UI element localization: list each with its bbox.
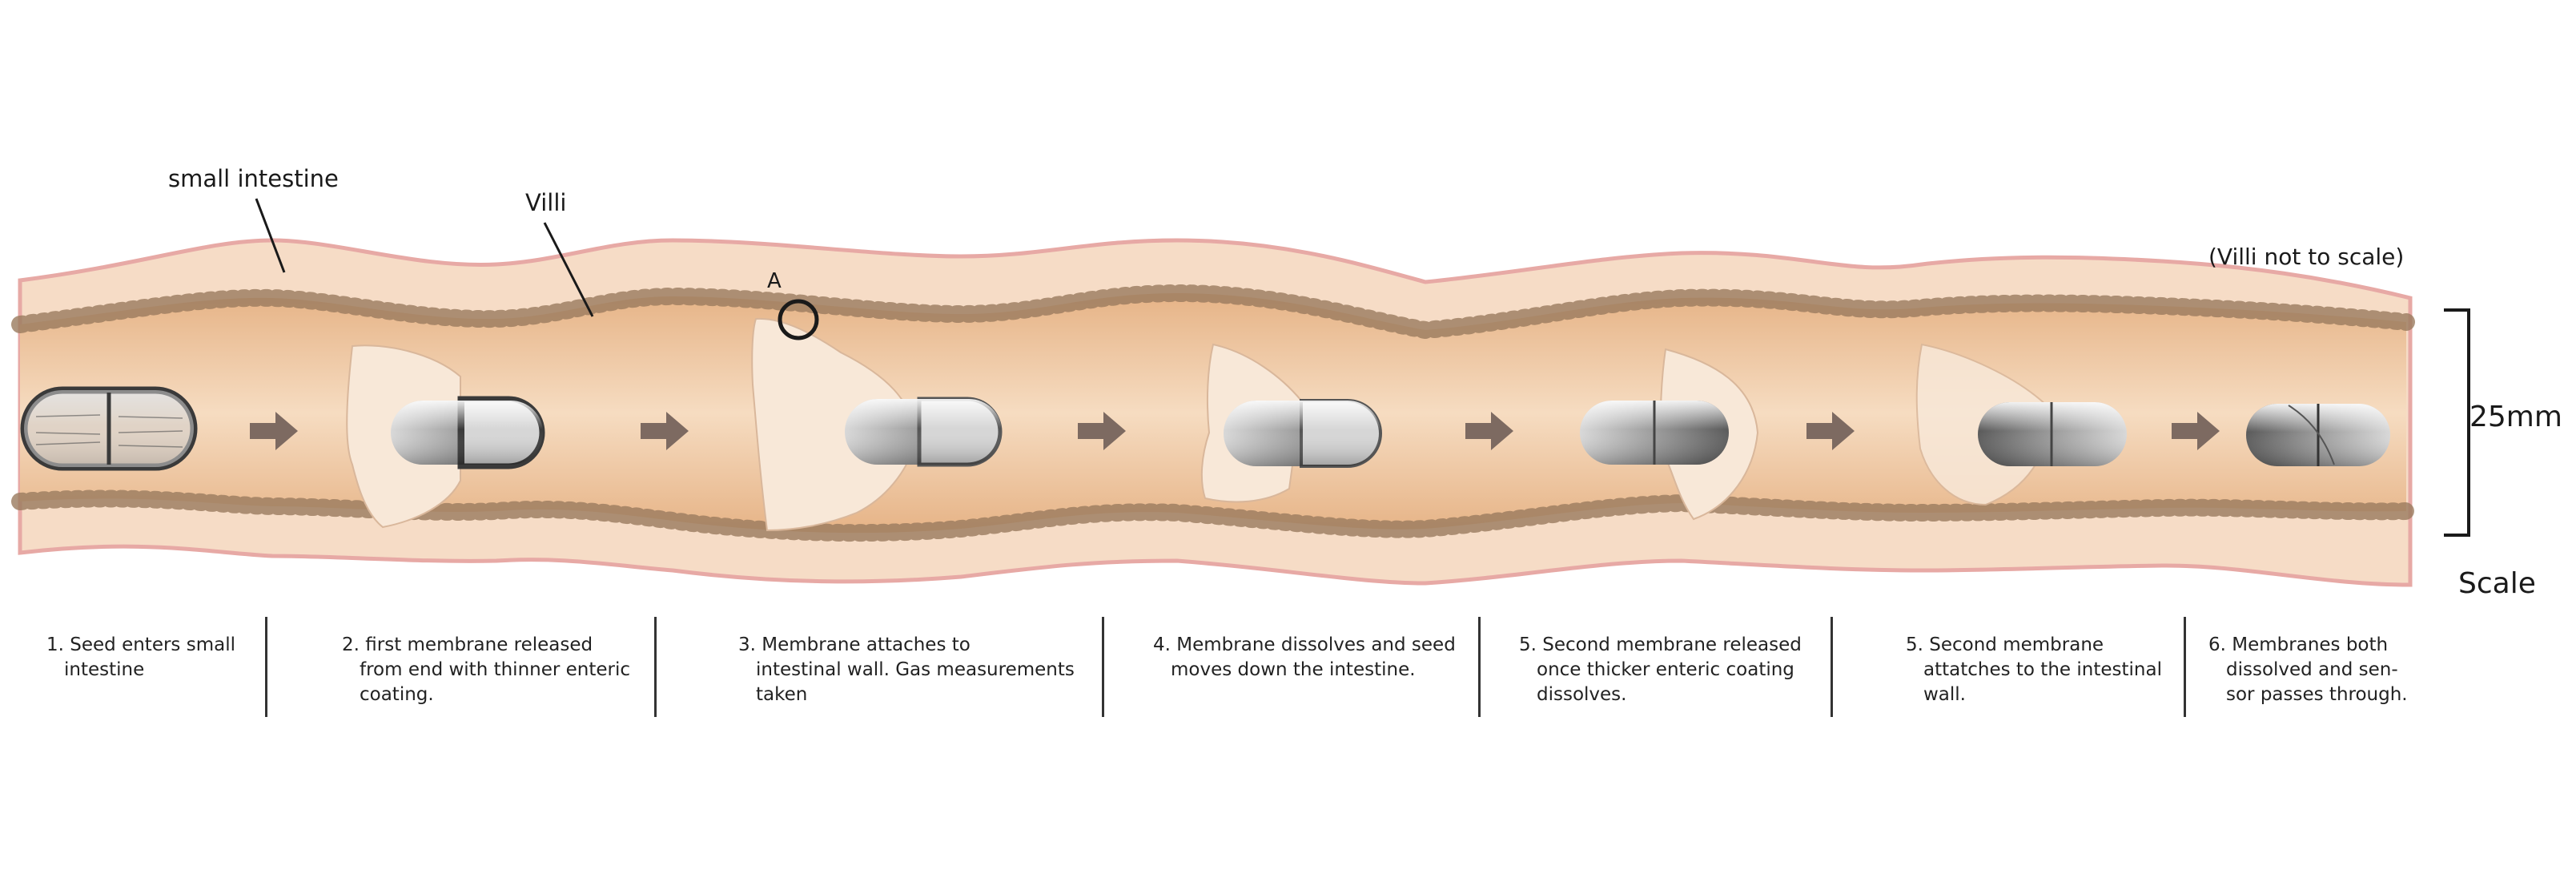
step-text-line: intestinal wall. Gas measurements [756,659,1075,680]
step-text-line: dissolved and sen- [2226,659,2398,680]
step-text: Second membrane [1929,634,2104,655]
step-number: 1. [46,634,64,655]
step-text-line: dissolves. [1537,684,1627,705]
step-text: Membrane attaches to [762,634,971,655]
point-a-label: A [767,269,782,293]
step-text-line: taken [756,684,808,705]
arrow-right-icon [641,412,689,450]
step-caption: 1. Seed enters small intestine [46,633,235,683]
step-text: Second membrane released [1542,634,1802,655]
capsule-icon [1978,402,2127,466]
step-text-line: moves down the intestine. [1171,659,1416,680]
capsule-icon [1580,401,1729,465]
scale-value: 25mm [2470,401,2562,433]
small-intestine-leader [255,198,286,273]
scale-label: Scale [2458,567,2536,600]
arrow-right-icon [1465,412,1513,450]
step-caption: 5. Second membrane released once thicker… [1519,633,1802,707]
capsule-icon [20,386,198,471]
membrane-icon [751,317,918,532]
attachment-point-marker [778,299,819,340]
step-divider [265,617,267,717]
villi-label: Villi [525,189,567,216]
step-text-line: attatches to the intestinal [1923,659,2162,680]
step-divider [2184,617,2186,717]
step-divider [1102,617,1104,717]
arrow-right-icon [2172,412,2220,450]
step-caption: 2. first membrane released from end with… [342,633,630,707]
step-caption: 4. Membrane dissolves and seed moves dow… [1153,633,1456,683]
step-number: 2. [342,634,360,655]
step-divider [1831,617,1833,717]
step-text: Membranes both [2232,634,2389,655]
step-text-line: sor passes through. [2226,684,2408,705]
step-divider [1478,617,1481,717]
capsule-icon [391,396,545,469]
step-number: 5. [1519,634,1537,655]
scale-bracket-icon [2444,308,2470,537]
arrow-right-icon [250,412,298,450]
step-text: Membrane dissolves and seed [1176,634,1456,655]
step-number: 6. [2208,634,2226,655]
arrow-right-icon [1078,412,1126,450]
step-text-line: from end with thinner enteric [360,659,631,680]
step-text: first membrane released [365,634,593,655]
villi-top [11,284,2415,340]
small-intestine-label: small intestine [168,165,339,192]
step-number: 3. [738,634,756,655]
step-text-line: intestine [64,659,145,680]
step-text-line: once thicker enteric coating [1537,659,1794,680]
step-caption: 5. Second membrane attatches to the inte… [1906,633,2162,707]
villi-not-to-scale-note: (Villi not to scale) [2208,244,2405,270]
step-text: Seed enters small [70,634,235,655]
villi-leader [543,222,594,317]
capsule-icon [845,397,1003,467]
capsule-icon [1224,399,1382,468]
capsule-icon [2246,404,2390,466]
step-text-line: coating. [360,684,434,705]
step-number: 4. [1153,634,1171,655]
step-caption: 6. Membranes both dissolved and sen- sor… [2208,633,2408,707]
arrow-right-icon [1806,412,1855,450]
step-caption: 3. Membrane attaches to intestinal wall.… [738,633,1075,707]
step-number: 5. [1906,634,1923,655]
step-divider [654,617,657,717]
step-text-line: wall. [1923,684,1966,705]
